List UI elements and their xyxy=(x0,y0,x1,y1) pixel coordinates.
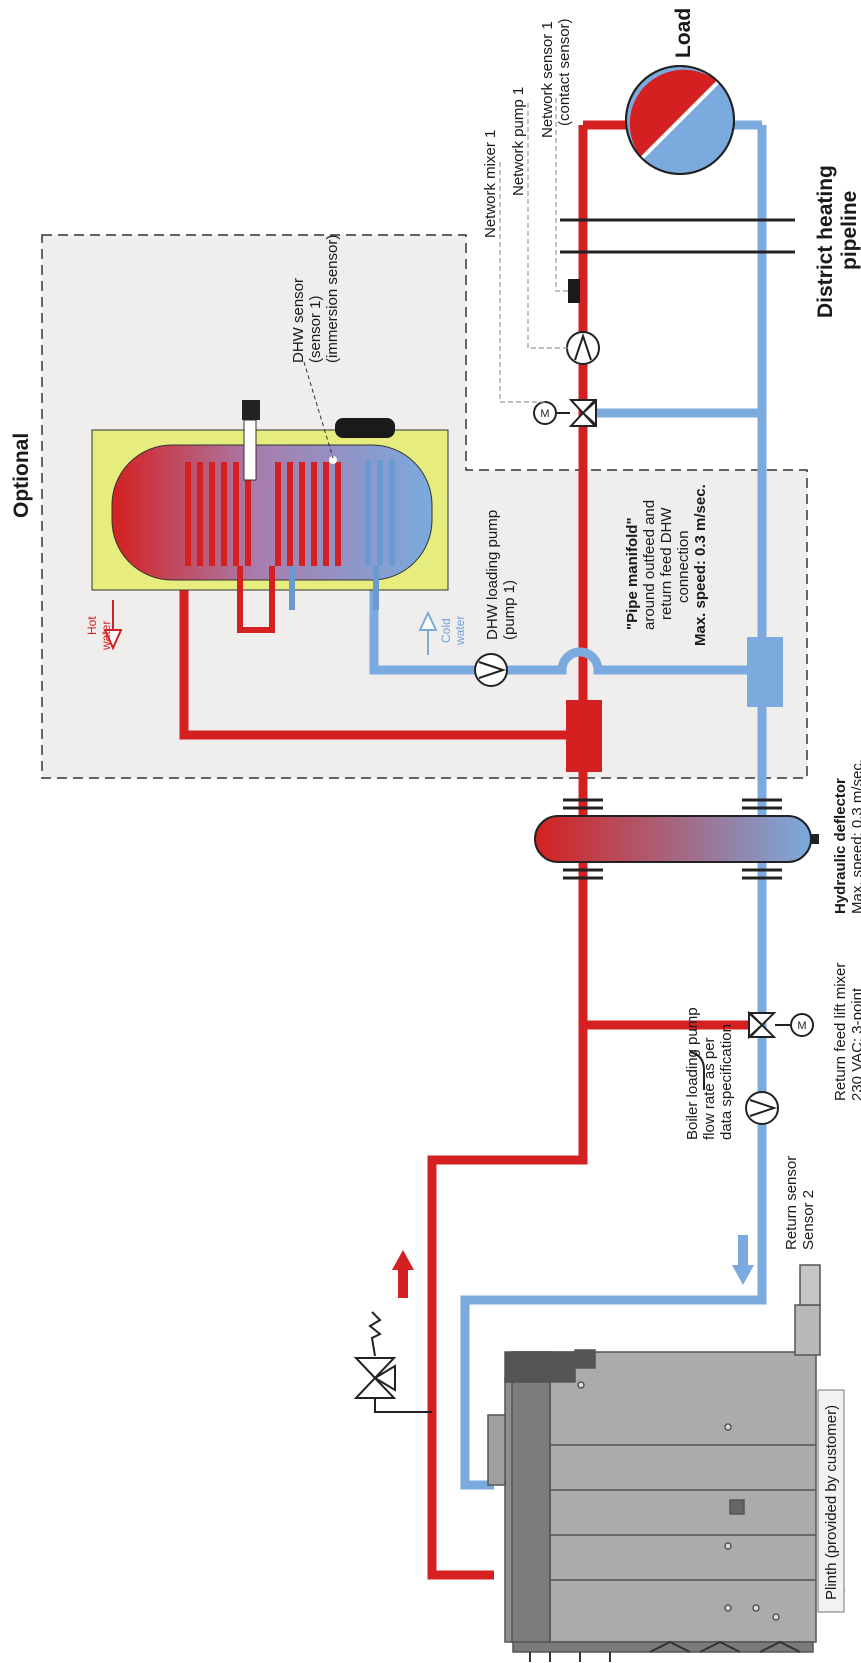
plinth xyxy=(817,1389,845,1613)
return-mixer-label: Return feed lift mixer 230 VAC; 3-point xyxy=(832,963,861,1101)
dhw-sensor-leader xyxy=(303,361,334,459)
load-label: Load xyxy=(672,8,695,58)
svg-text:data specification: data specification xyxy=(718,1024,735,1140)
hot-water-label: Hot water xyxy=(85,616,113,651)
svg-text:M: M xyxy=(540,408,549,420)
safety-valve-icon xyxy=(353,1311,432,1413)
svg-text:Hydraulic deflector: Hydraulic deflector xyxy=(832,778,849,914)
dhw-sensor-point xyxy=(329,456,337,464)
dhw-loading-pump-icon xyxy=(474,653,508,687)
svg-text:Return feed lift mixer: Return feed lift mixer xyxy=(832,963,849,1101)
anode xyxy=(243,419,257,481)
svg-text:(pump 1): (pump 1) xyxy=(501,580,518,640)
svg-text:Return sensor: Return sensor xyxy=(783,1156,800,1250)
cold-water-arrow-icon xyxy=(418,610,438,655)
boiler-unit xyxy=(487,1264,845,1662)
svg-text:water: water xyxy=(453,616,467,646)
district-heating-label: District heating pipeline xyxy=(814,165,861,318)
load-icon xyxy=(625,65,735,175)
network-sensor-label: Network sensor 1 (contact sensor) xyxy=(539,18,573,138)
cold-water-label: Cold water xyxy=(439,616,467,646)
svg-text:DHW loading pump: DHW loading pump xyxy=(484,510,501,640)
hydraulic-deflector-icon xyxy=(534,798,819,880)
return-sensor-label: Return sensor Sensor 2 xyxy=(783,1156,817,1250)
svg-text:around outfeed and: around outfeed and xyxy=(641,500,658,630)
svg-text:District heating: District heating xyxy=(814,165,837,318)
svg-text:return feed DHW: return feed DHW xyxy=(658,507,675,620)
svg-text:"Pipe manifold": "Pipe manifold" xyxy=(624,517,641,630)
svg-text:Sensor 2: Sensor 2 xyxy=(800,1190,817,1250)
svg-text:Max. speed: 0.3 m/sec.: Max. speed: 0.3 m/sec. xyxy=(692,484,709,646)
tank-blue-coil xyxy=(289,460,395,610)
svg-text:connection: connection xyxy=(675,530,692,603)
dhw-sensor-label: DHW sensor (sensor 1) (immersion sensor) xyxy=(290,235,341,363)
network-pump-label: Network pump 1 xyxy=(510,87,527,196)
hot-water-arrow-icon xyxy=(103,600,123,651)
network-mixer-icon: M xyxy=(533,398,598,428)
network-pump-icon xyxy=(566,331,600,365)
network-mixer-label: Network mixer 1 xyxy=(482,130,499,238)
boiler-return-arrow-icon xyxy=(732,1235,754,1285)
return-sensor-icon xyxy=(689,1051,705,1090)
district-heating-pipeline xyxy=(560,218,795,254)
tank-vessel xyxy=(111,444,433,581)
svg-text:(sensor 1): (sensor 1) xyxy=(307,295,324,363)
svg-text:(immersion sensor): (immersion sensor) xyxy=(324,235,341,363)
network-sensor-icon xyxy=(568,279,580,303)
tank-red-coil xyxy=(185,462,341,633)
optional-label: Optional xyxy=(10,433,33,518)
pipe-manifold-label: "Pipe manifold" around outfeed and retur… xyxy=(624,484,709,646)
svg-text:M: M xyxy=(797,1020,806,1032)
svg-text:Max. speed: 0.3 m/sec.: Max. speed: 0.3 m/sec. xyxy=(849,759,861,914)
svg-text:Network sensor 1: Network sensor 1 xyxy=(539,21,556,138)
tank-flange xyxy=(335,418,395,438)
svg-text:(contact sensor): (contact sensor) xyxy=(556,18,573,126)
svg-text:Boiler loading pump: Boiler loading pump xyxy=(684,1007,701,1140)
svg-text:Hot: Hot xyxy=(85,616,99,635)
manifold-return-block xyxy=(747,637,783,707)
svg-text:water: water xyxy=(99,621,113,651)
plinth-label: Plinth (provided by customer) xyxy=(823,1405,840,1600)
boiler-pump-label: Boiler loading pump flow rate as per dat… xyxy=(684,1007,735,1140)
network-control-leaders xyxy=(499,95,568,403)
boiler-flow-arrow-icon xyxy=(392,1250,414,1298)
manifold-flow-block xyxy=(566,700,602,772)
svg-text:flow rate as per: flow rate as per xyxy=(701,1037,718,1140)
dhw-loading-pump-label: DHW loading pump (pump 1) xyxy=(484,510,518,640)
svg-text:DHW sensor: DHW sensor xyxy=(290,278,307,363)
boiler-pump-icon xyxy=(745,1091,779,1125)
anode-cap xyxy=(242,400,260,420)
svg-text:Cold: Cold xyxy=(439,618,453,643)
svg-text:pipeline: pipeline xyxy=(838,191,861,270)
svg-text:230 VAC; 3-point: 230 VAC; 3-point xyxy=(849,987,861,1101)
return-pipes xyxy=(369,120,767,1490)
hydraulic-deflector-label: Hydraulic deflector Max. speed: 0.3 m/se… xyxy=(832,759,861,914)
return-mixer-icon: M xyxy=(747,1010,814,1040)
